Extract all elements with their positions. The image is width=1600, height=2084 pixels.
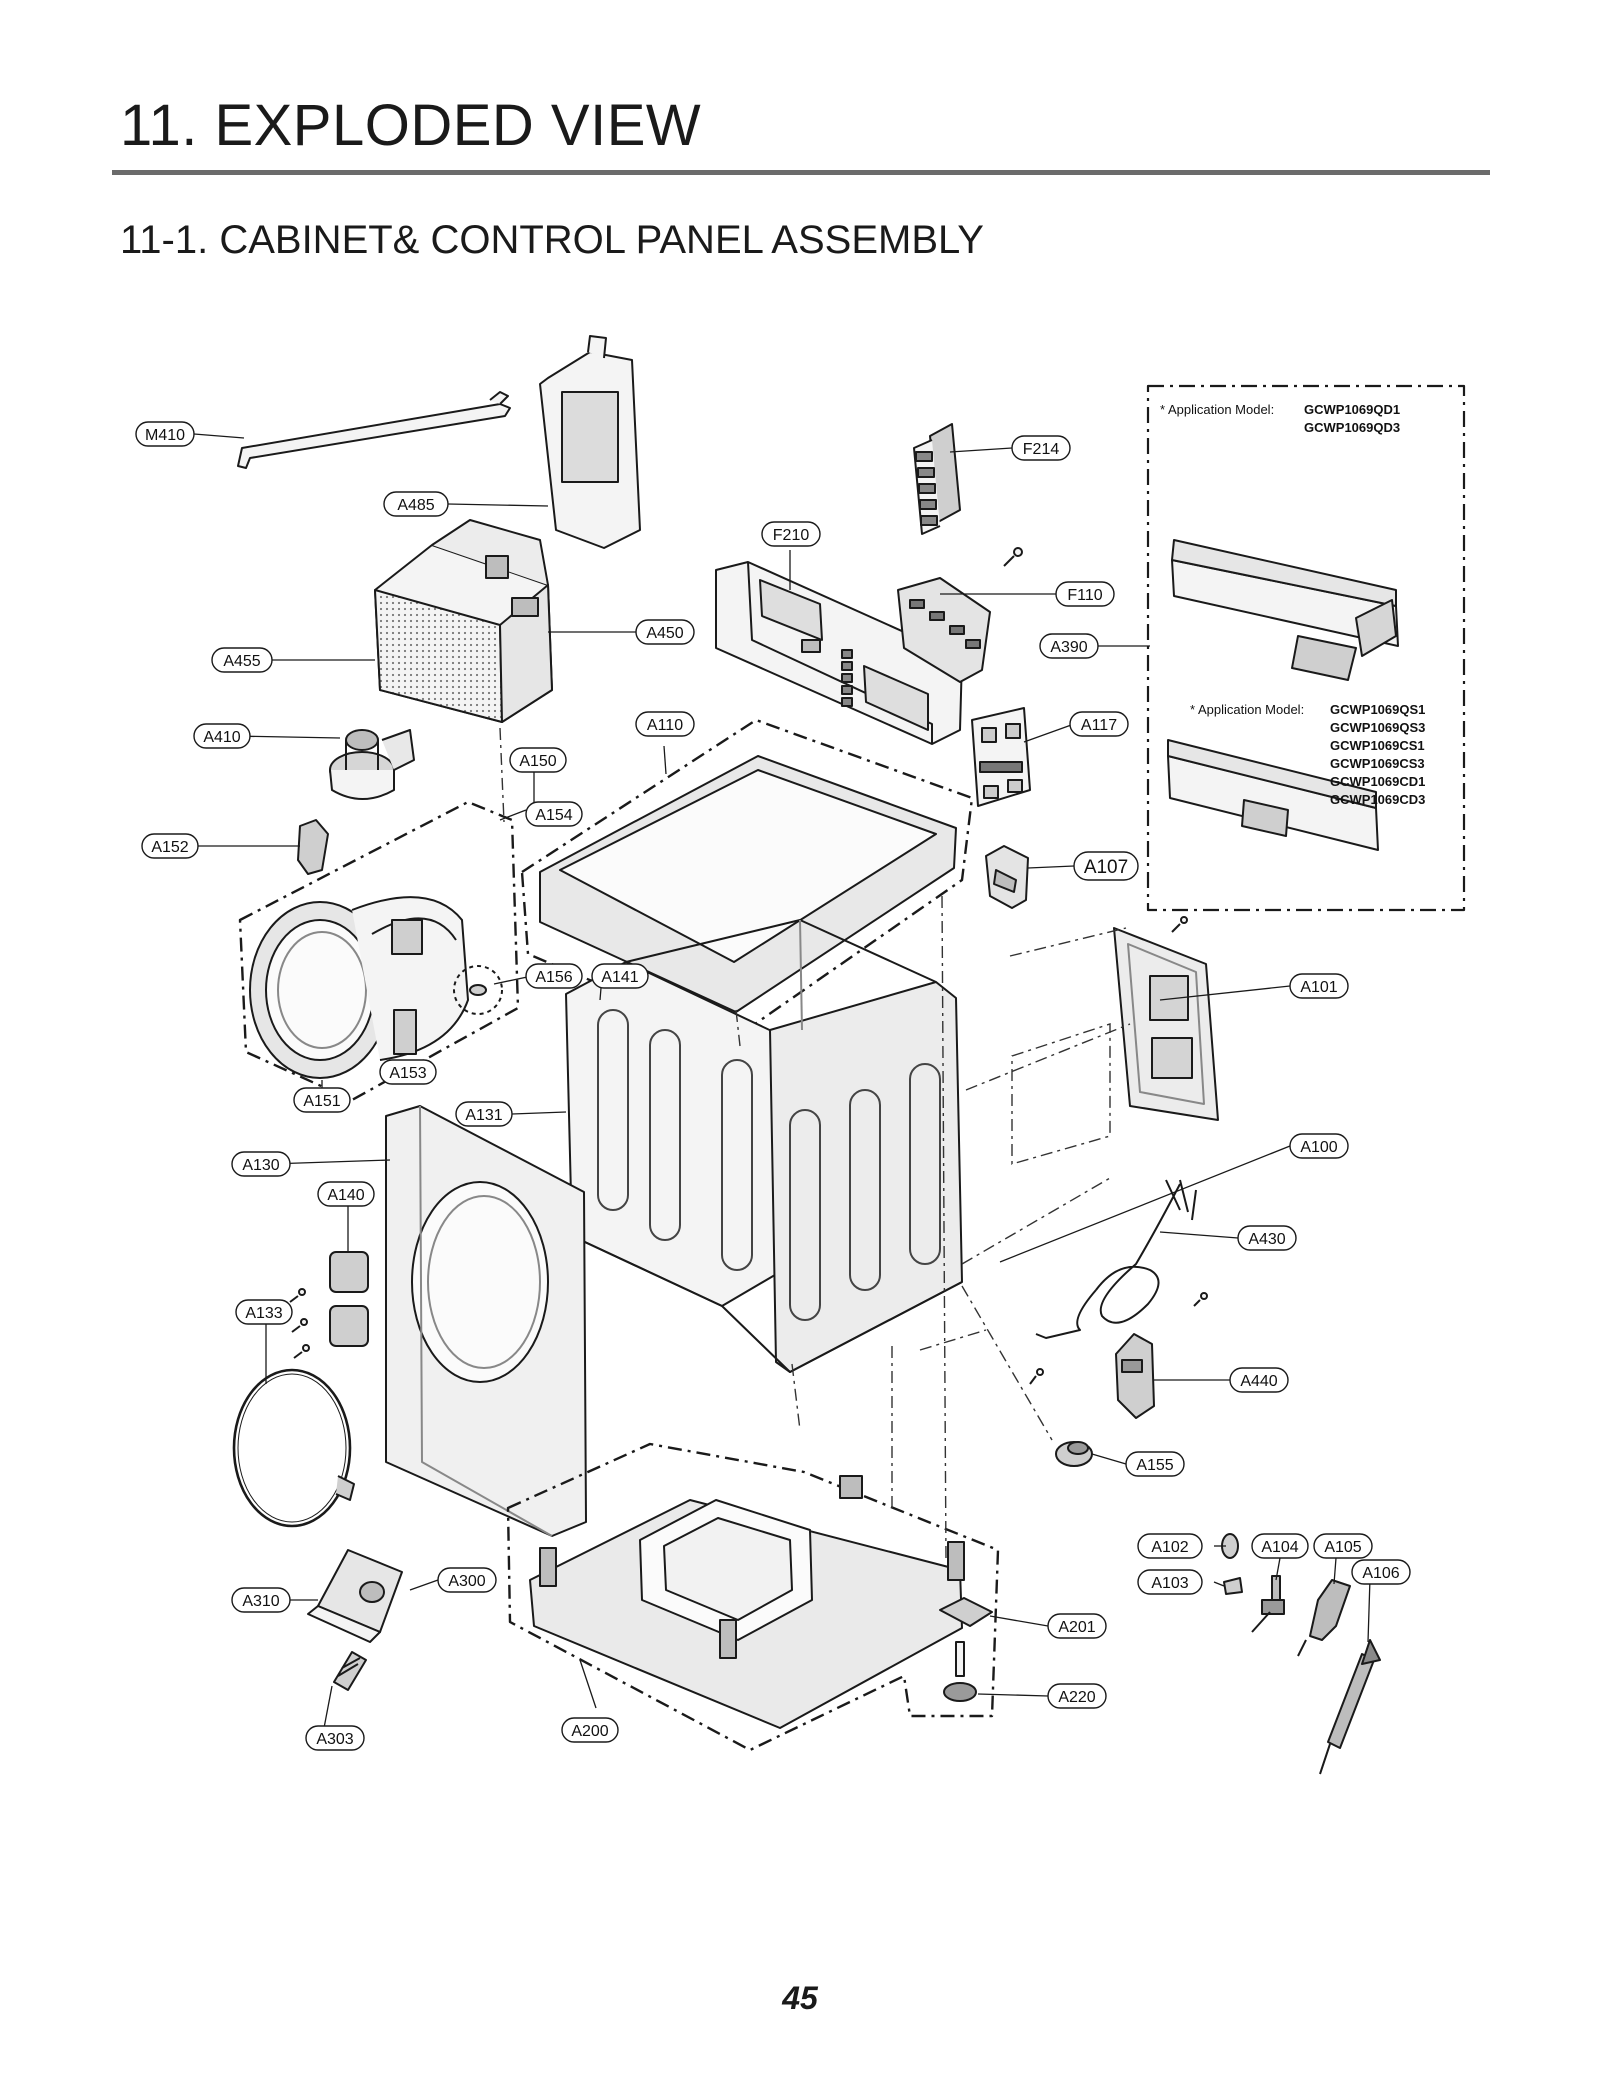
app-group2-model-6: GCWP1069CD3 [1330,792,1425,807]
callout-a103: A103 [1151,1575,1188,1592]
callout-a410: A410 [203,729,240,746]
top-bracket-part [237,391,511,469]
small-parts-part [1221,1533,1381,1775]
leader-lines [193,433,1371,1729]
callout-a390: A390 [1050,639,1087,656]
section-subtitle: 11-1. CABINET& CONTROL PANEL ASSEMBLY [120,218,984,262]
callout-a110: A110 [647,717,683,734]
callout-a485: A485 [397,497,434,514]
callout-a105: A105 [1324,1539,1361,1556]
app-group1-model-1: GCWP1069QD1 [1304,402,1400,417]
callout-a133: A133 [245,1305,282,1322]
callout-a140: A140 [327,1187,364,1204]
callout-a151: A151 [303,1093,340,1110]
application-box-outline [1146,384,1466,912]
callout-a102: A102 [1151,1539,1188,1556]
callout-f214: F214 [1023,441,1060,458]
title-rule [112,170,1490,175]
power-cord-part [1029,1179,1197,1385]
button-bar-part [913,423,961,535]
app-group2-model-1: GCWP1069QS1 [1330,702,1425,717]
callout-a155: A155 [1136,1457,1173,1474]
door-assembly-part [249,896,503,1079]
bracket-plate-part [971,707,1031,807]
callout-a200: A200 [571,1723,608,1740]
callout-a117: A117 [1081,717,1117,734]
drain-cover-part [307,1549,403,1691]
callout-a430: A430 [1248,1231,1285,1248]
main-pcb-box-part [374,519,553,723]
callout-a310: A310 [242,1593,279,1610]
callout-a141: A141 [601,969,638,986]
clamp-ring-part [232,1368,355,1528]
rear-panel-variant-1-part [1171,539,1399,681]
callout-a303: A303 [316,1731,353,1748]
callout-a154: A154 [535,807,572,824]
callout-a455: A455 [223,653,260,670]
display-pcb-part [539,335,641,549]
hinge-hook-part [297,819,329,875]
control-pcb-part [897,547,1023,683]
callout-f110: F110 [1067,587,1102,604]
page-title: 11. EXPLODED VIEW [120,93,702,158]
callout-f210: F210 [773,527,810,544]
callout-a107: A107 [1084,857,1128,878]
app-group1-model-2: GCWP1069QD3 [1304,420,1400,435]
callout-a131: A131 [465,1107,502,1124]
control-panel-part [715,561,963,745]
noise-filter-part [1115,1292,1208,1419]
callout-a106: A106 [1362,1565,1399,1582]
app-group2-model-3: GCWP1069CS1 [1330,738,1425,753]
top-plate-outline [520,718,974,1042]
app-group1-label: * Application Model: [1160,402,1274,417]
base-frame-part [529,1475,965,1729]
door-hinge-part [289,1251,369,1359]
callout-a450: A450 [646,625,683,642]
page-number: 45 [782,1980,818,2016]
top-plate-part [539,755,957,1013]
callout-a152: A152 [151,839,188,856]
app-group2-label: * Application Model: [1190,702,1304,717]
callout-a100: A100 [1300,1139,1337,1156]
callout-a220: A220 [1058,1689,1095,1706]
small-bracket-part [985,845,1029,909]
callout-a150: A150 [519,753,556,770]
projection-lines [499,727,1131,1561]
callout-a440: A440 [1240,1373,1277,1390]
rear-cover-part [1113,916,1219,1121]
callout-badges [135,421,1411,1751]
callout-a104: A104 [1261,1539,1298,1556]
base-group-outline [506,1442,1000,1752]
callout-a153: A153 [389,1065,426,1082]
application-model-notes: * Application Model: GCWP1069QD1 GCWP106… [1160,402,1425,807]
front-panel-part [385,1105,587,1537]
callout-a300: A300 [448,1573,485,1590]
app-group2-model-4: GCWP1069CS3 [1330,756,1425,771]
app-group2-model-5: GCWP1069CD1 [1330,774,1425,789]
rear-panel-variant-2-part [1167,739,1379,851]
callout-a156: A156 [535,969,572,986]
valve-motor-part [329,729,415,800]
leveling-foot-part [939,1597,993,1702]
callout-a201: A201 [1058,1619,1095,1636]
callout-m410: M410 [145,427,185,444]
app-group2-model-2: GCWP1069QS3 [1330,720,1425,735]
callout-a101: A101 [1300,979,1337,996]
callout-a130: A130 [242,1157,279,1174]
callout-labels: M410 A485 A455 A450 A410 A150 A154 A152 … [145,427,1400,1748]
cabinet-part [565,919,963,1373]
grommet-part [1055,1441,1093,1467]
